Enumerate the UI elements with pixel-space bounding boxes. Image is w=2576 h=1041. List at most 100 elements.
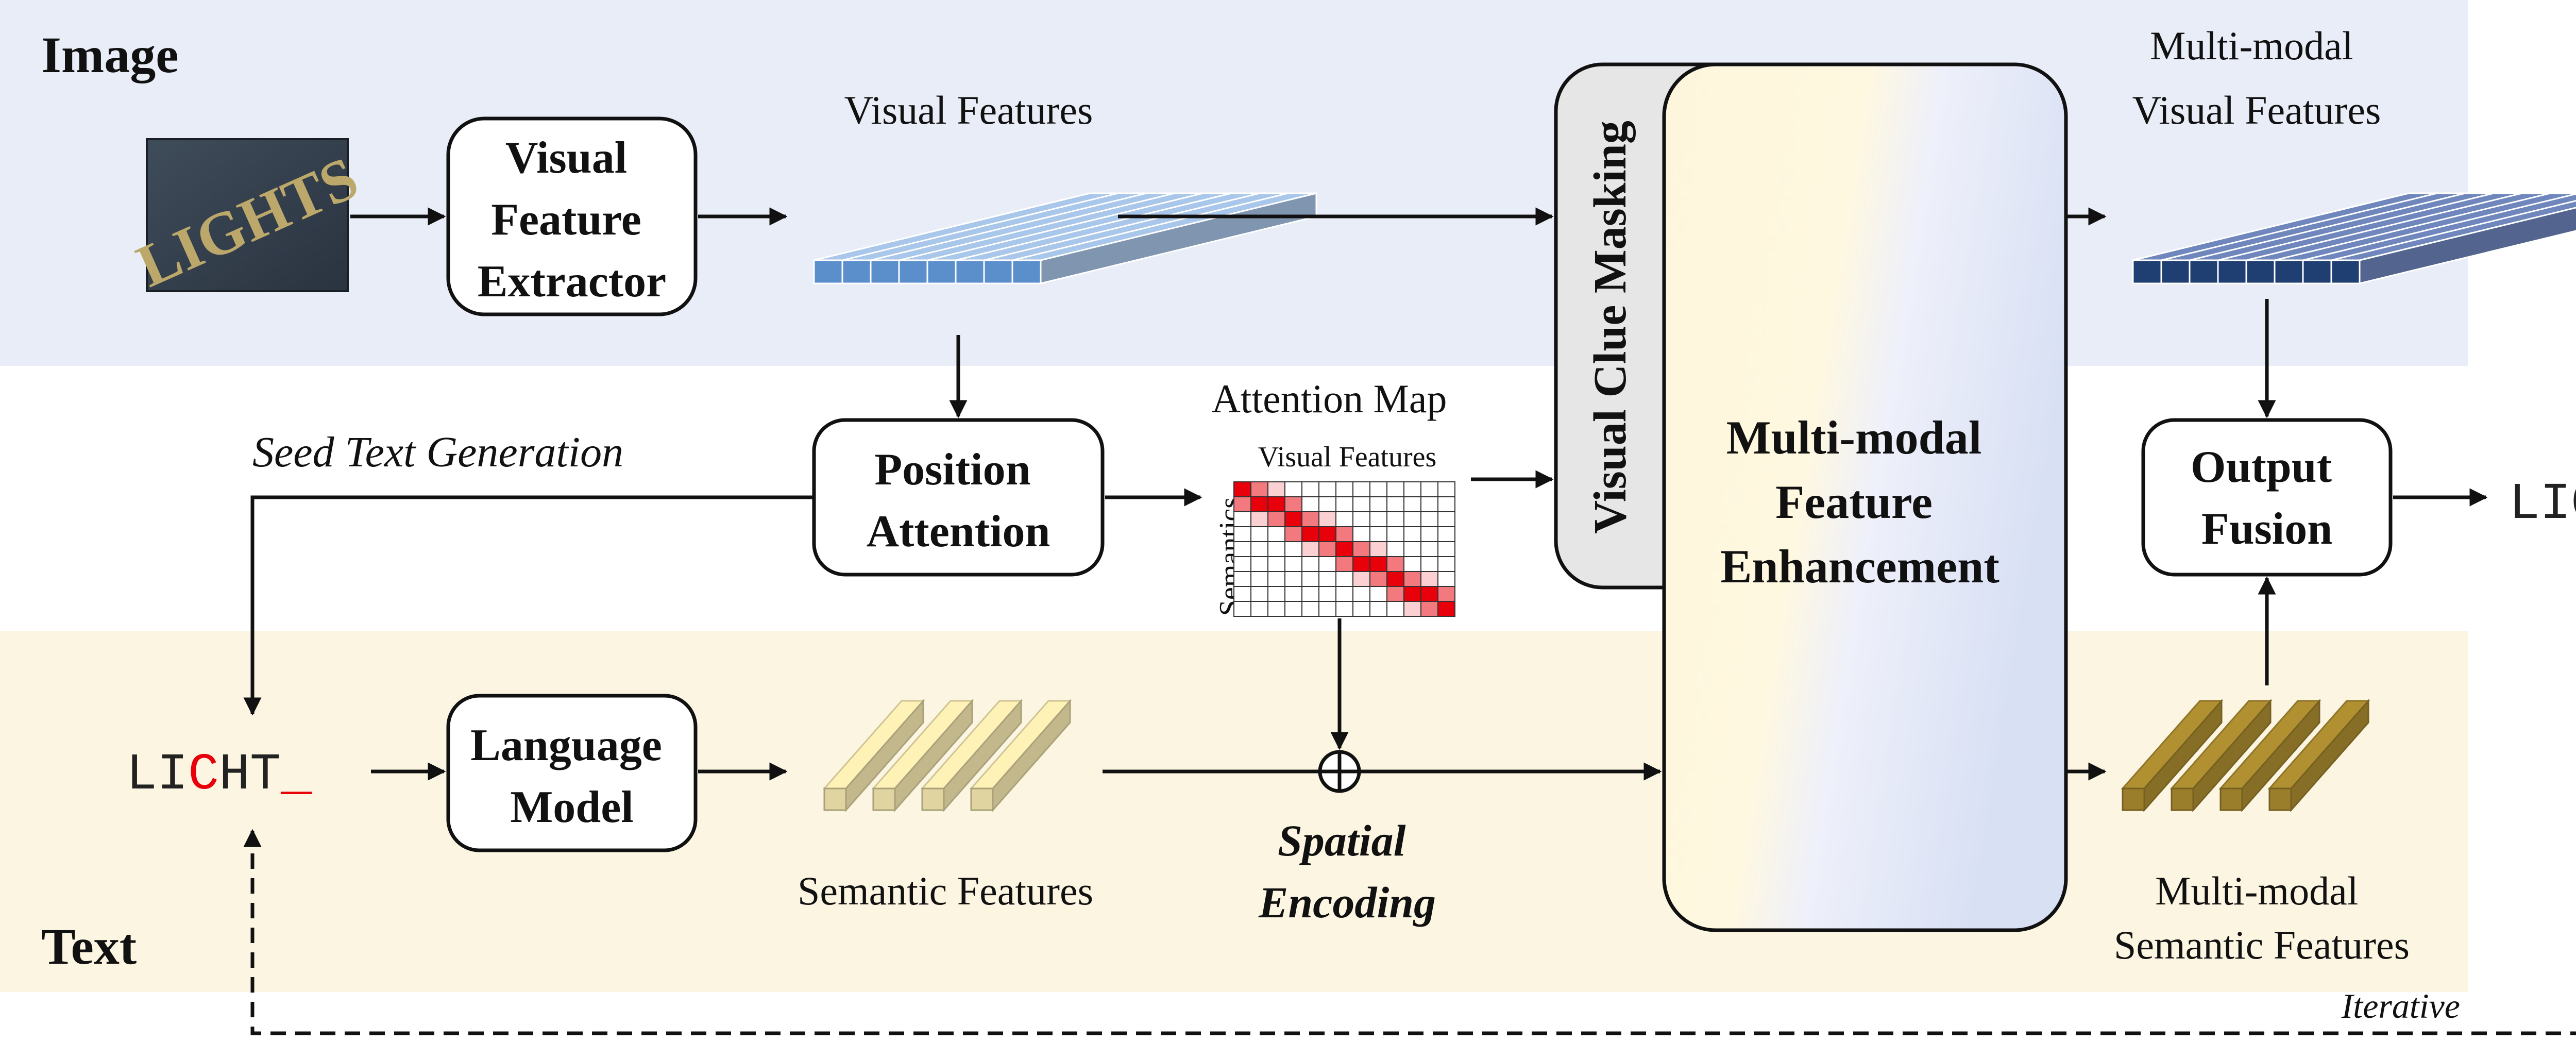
attention-cell [1335,511,1353,527]
vf-divider [927,192,1204,261]
attention-cell [1250,481,1268,497]
attention-map-visual-features-label: Visual Features [1258,441,1437,473]
mmvf-cell [2132,259,2162,284]
attention-cell [1335,526,1353,542]
mmvf-divider [2302,193,2576,261]
attention-cell [1233,481,1251,497]
text-region-label: Text [41,918,137,975]
attention-cell [1403,496,1421,512]
mmvf-cell [2302,259,2332,284]
attention-cell [1318,601,1336,617]
semantic-features-tensor [822,699,1072,812]
mmvf-divider [2274,192,2551,261]
attention-cell [1352,541,1370,557]
attention-cell [1284,541,1302,557]
attention-cell [1352,601,1370,617]
mmvf-divider [2132,192,2409,261]
image-region-label: Image [41,26,179,83]
attention-cell [1267,556,1285,572]
attention-cell [1403,511,1421,527]
attention-cell [1386,496,1404,512]
attention-cell [1301,526,1319,542]
attention-cell [1267,601,1285,617]
vf-cell [841,259,872,284]
pa-line-1: Position [874,445,1030,495]
vf-divider [899,192,1175,261]
vf-cell [1011,259,1042,284]
attention-cell [1369,601,1387,617]
attention-cell [1335,481,1353,497]
visual-features-label: Visual Features [844,88,1093,132]
output-text: LIGHTS [2509,476,2576,534]
attention-cell [1250,571,1268,587]
attention-cell [1335,601,1353,617]
of-line-2: Fusion [2201,504,2332,554]
attention-cell [1420,586,1438,602]
mmfe-line-3: Enhancement [1720,540,1999,593]
attention-cell [1301,601,1319,617]
attention-cell [1437,601,1455,617]
attention-cell [1301,541,1319,557]
spatial-encoding-line-1: Spatial [1278,816,1406,865]
attention-cell [1284,601,1302,617]
sf-bar [871,699,974,812]
mmsf-bar [2170,699,2273,812]
attention-cell [1420,571,1438,587]
seed-text-generation-label: Seed Text Generation [252,428,623,476]
attention-cell [1233,511,1251,527]
attention-cell [1301,496,1319,512]
spatial-encoding-operator [1318,750,1361,793]
svg-text:Multi-modal Feature: Multi-modal Feature Enhancement [1720,411,1999,593]
mmvf-divider [2189,192,2466,261]
attention-cell [1233,586,1251,602]
attention-cell [1284,481,1302,497]
vf-cell [870,259,900,284]
attention-cell [1301,586,1319,602]
attention-cell [1250,496,1268,512]
mm-visual-features-tensor [2132,192,2576,284]
attention-cell [1267,496,1285,512]
mmsf-bar [2218,699,2321,812]
attention-cell [1250,541,1268,557]
seed-text-correct-suffix: HT [219,746,281,804]
mmvf-divider [2331,200,2576,261]
attention-cell [1403,481,1421,497]
arrow-iterative-feedback [243,829,2576,1035]
sf-bar [920,699,1023,812]
attention-cell [1369,571,1387,587]
attention-map-label: Attention Map [1211,376,1447,421]
attention-cell [1420,511,1438,527]
vf-divider [1012,192,1289,261]
vfe-line-1: Visual [505,133,627,183]
attention-cell [1437,541,1455,557]
vf-cell [955,259,985,284]
of-line-1: Output [2191,442,2332,492]
attention-cell [1301,556,1319,572]
mmvf-cell [2330,259,2361,284]
attention-cell [1318,541,1336,557]
vfe-line-2: Feature [491,195,641,245]
arrows [243,207,2576,1035]
attention-cell [1369,481,1387,497]
mmvf-cell [2160,259,2191,284]
attention-cell [1301,571,1319,587]
pa-line-2: Attention [867,507,1050,557]
attention-cell [1420,526,1438,542]
attention-cell [1403,601,1421,617]
semantic-features-label: Semantic Features [798,868,1093,913]
attention-cell [1437,496,1455,512]
attention-cell [1233,571,1251,587]
svg-text:Spatial Encoding: Spatial Encoding [1258,816,1436,927]
attention-cell [1318,571,1336,587]
attention-cell [1284,556,1302,572]
vf-divider [955,192,1232,261]
attention-cell [1250,601,1268,617]
image-region-band [0,0,2468,366]
attention-cell [1250,586,1268,602]
attention-cell [1369,526,1387,542]
attention-cell [1267,481,1285,497]
mm-semantic-features-line-2: Semantic Features [2114,922,2410,967]
attention-cell [1420,601,1438,617]
lm-line-1: Language [470,720,662,770]
